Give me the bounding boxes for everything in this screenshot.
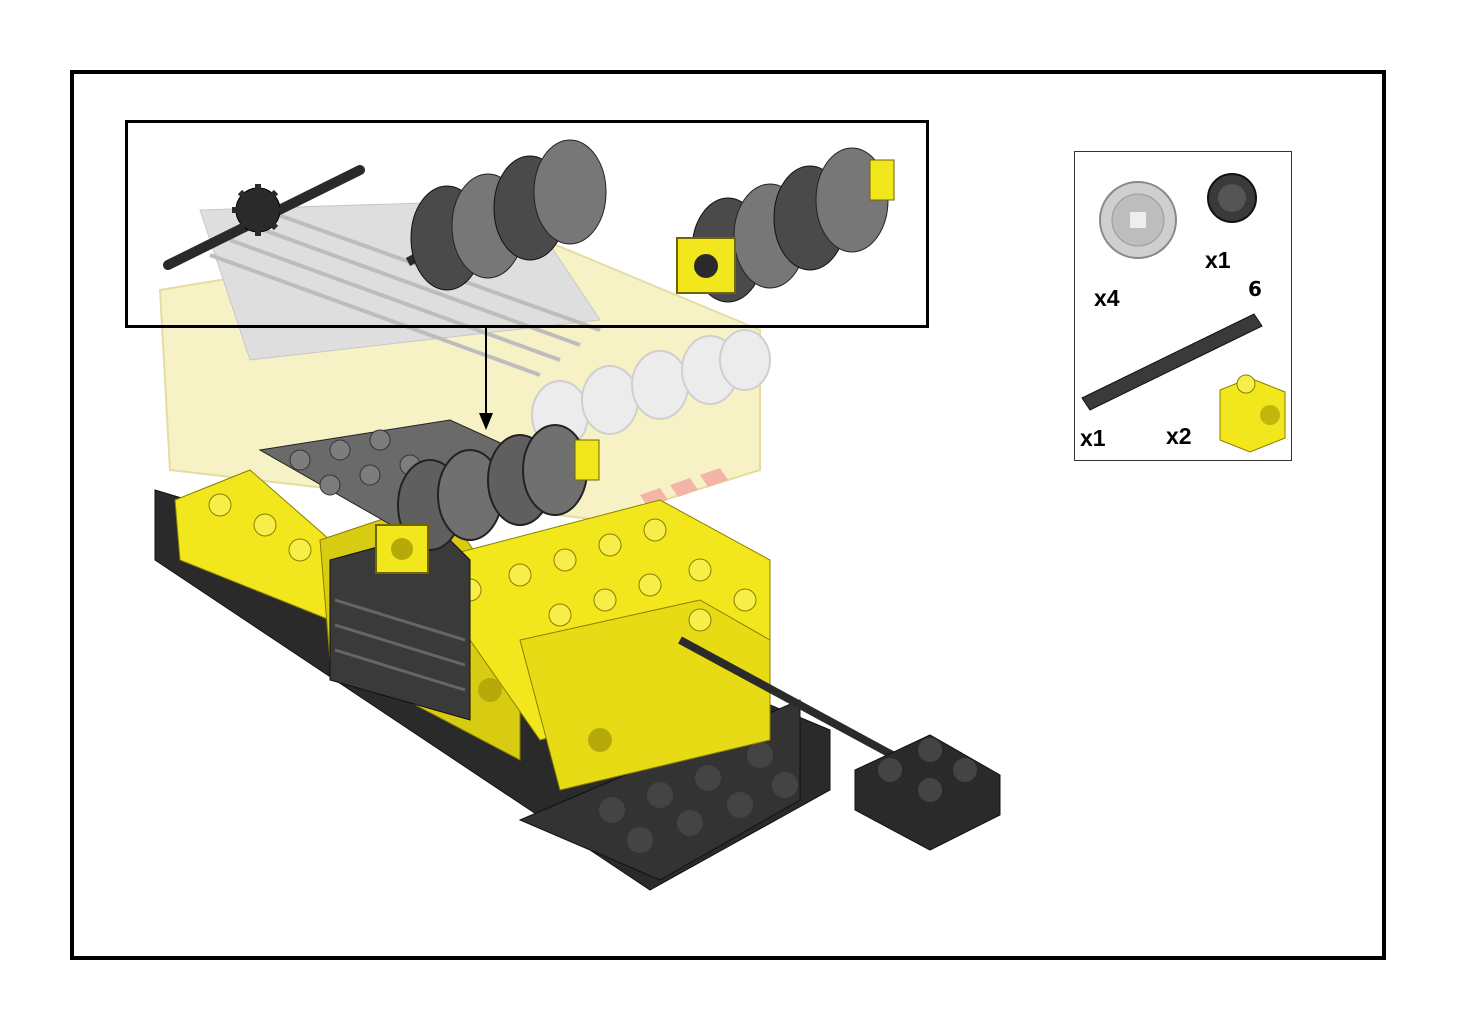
quantity-axle: x1 (1080, 425, 1106, 451)
small-gear-icon (1207, 173, 1257, 223)
substep-gear-stack (405, 139, 607, 291)
technic-brick-icon (1219, 374, 1286, 453)
subassembly-callout (125, 120, 929, 328)
output-axle (678, 636, 1001, 851)
instruction-page-frame (70, 70, 1386, 960)
quantity-small-gear: x1 (1205, 247, 1231, 273)
substep-axle-gear (163, 165, 365, 270)
axle-length-label: 6 (1248, 277, 1262, 301)
yellow-body (174, 469, 771, 791)
quantity-gear: x4 (1094, 285, 1120, 311)
quantity-technic-brick: x2 (1166, 423, 1192, 449)
axle-icon (1081, 313, 1263, 411)
substep-gears-bricks (676, 147, 895, 303)
subassembly-arrow (479, 328, 493, 430)
gear-icon (1099, 181, 1177, 259)
placed-gears (375, 424, 600, 574)
